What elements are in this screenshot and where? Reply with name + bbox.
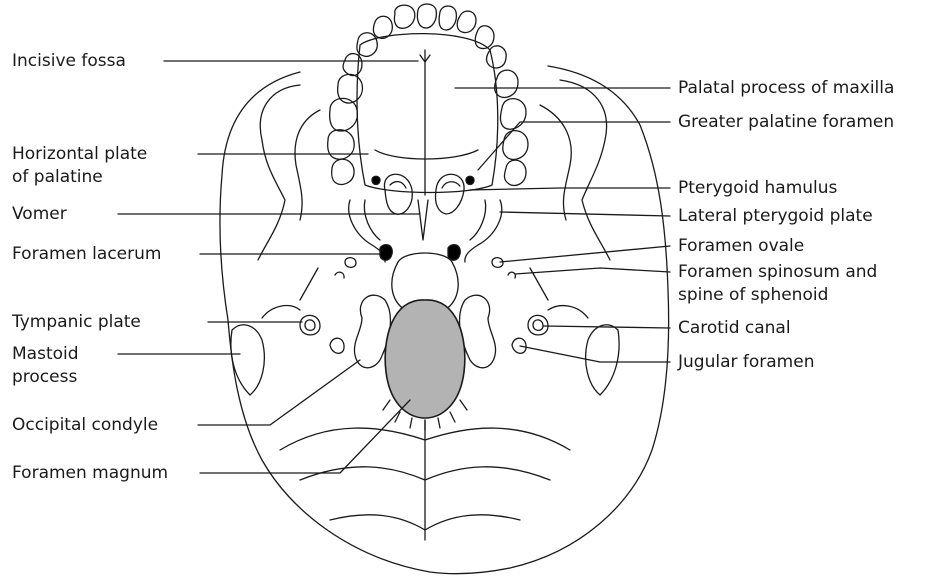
- right-carotid-canal: [528, 315, 548, 335]
- label-occipital-condyle: Occipital condyle: [12, 414, 158, 437]
- label-mastoid-process: Mastoid process: [12, 343, 79, 389]
- right-tympanic-plate: [548, 306, 588, 318]
- left-jugular-foramen: [330, 338, 344, 353]
- left-zygomatic-inner: [295, 110, 320, 220]
- right-jugular-foramen: [512, 338, 526, 353]
- label-incisive-fossa: Incisive fossa: [12, 50, 126, 73]
- vomer-shape: [418, 200, 428, 240]
- label-foramen-spinosum: Foramen spinosum and spine of sphenoid: [678, 261, 877, 307]
- label-horizontal-plate: Horizontal plate of palatine: [12, 143, 147, 189]
- label-foramen-lacerum: Foramen lacerum: [12, 243, 161, 266]
- label-tympanic-plate: Tympanic plate: [12, 311, 141, 334]
- label-carotid-canal: Carotid canal: [678, 317, 791, 340]
- upper-teeth: [328, 4, 528, 186]
- left-choana: [384, 174, 412, 214]
- foramen-magnum-shape: [385, 300, 465, 418]
- left-foramen-lacerum: [380, 245, 392, 261]
- label-vomer: Vomer: [12, 203, 67, 226]
- right-foramen-lacerum: [448, 245, 460, 261]
- right-zygomatic-arch: [560, 80, 610, 260]
- label-palatal-process: Palatal process of maxilla: [678, 77, 894, 100]
- left-greater-palatine-foramen: [372, 176, 380, 184]
- right-leader-lines: [455, 88, 670, 362]
- label-greater-palatine-foramen: Greater palatine foramen: [678, 111, 894, 134]
- label-foramen-magnum: Foramen magnum: [12, 462, 168, 485]
- right-greater-palatine-foramen: [466, 176, 474, 184]
- label-foramen-ovale: Foramen ovale: [678, 235, 804, 258]
- left-zygomatic-arch: [258, 85, 300, 260]
- label-pterygoid-hamulus: Pterygoid hamulus: [678, 177, 837, 200]
- right-pterygoid-plate: [465, 200, 502, 262]
- left-tympanic-plate: [262, 306, 300, 318]
- palate-outline: [357, 34, 498, 193]
- right-choana: [435, 174, 464, 214]
- left-leader-lines: [118, 61, 420, 473]
- left-styloid: [300, 268, 318, 300]
- left-foramen-ovale: [345, 258, 356, 268]
- label-jugular-foramen: Jugular foramen: [678, 351, 814, 374]
- label-lateral-pterygoid-plate: Lateral pterygoid plate: [678, 205, 873, 228]
- left-carotid-canal: [300, 315, 320, 335]
